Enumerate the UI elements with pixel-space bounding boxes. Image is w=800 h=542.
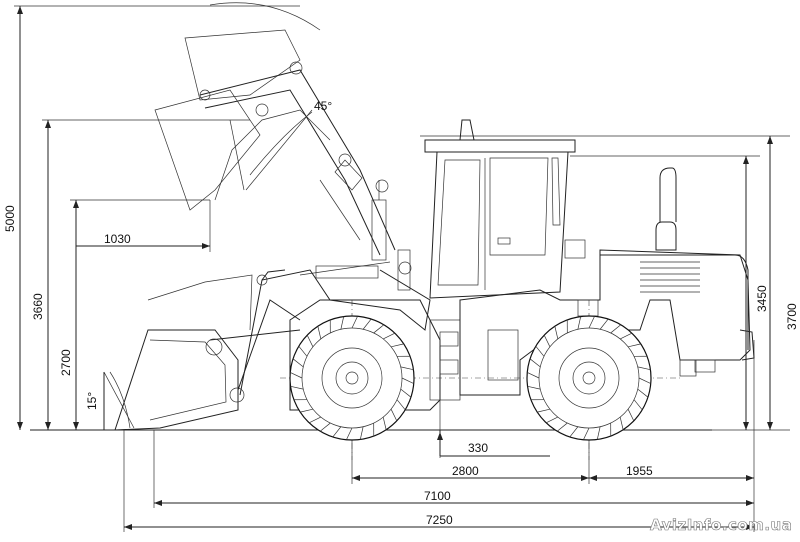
dim-7100: 7100 [424,489,451,503]
dim-3450: 3450 [755,285,769,312]
dim-330: 330 [468,441,488,455]
operator-cabin [424,119,586,299]
rear-wheel [526,315,652,441]
dim-15-degree: 15° [85,392,99,410]
dim-1030: 1030 [104,232,131,246]
raised-bucket-positions [154,2,396,256]
right-dimension-lines [420,135,790,431]
loader-arms [237,180,431,396]
watermark: AvizInfo.com.ua [650,516,792,534]
exhaust-stack [655,167,677,251]
dim-2700: 2700 [59,349,73,376]
bottom-dimension-lines [123,340,755,532]
front-wheel [289,315,415,441]
reach-dimension [76,200,211,252]
left-dimension-lines [14,5,300,430]
dim-7250: 7250 [426,513,453,527]
dim-3700: 3700 [785,303,799,330]
dim-1955: 1955 [626,464,653,478]
lower-bucket [103,274,301,431]
dim-3660: 3660 [31,293,45,320]
dim-5000: 5000 [3,205,17,232]
dim-2800: 2800 [452,464,479,478]
dim-45-degree: 45° [314,99,332,113]
